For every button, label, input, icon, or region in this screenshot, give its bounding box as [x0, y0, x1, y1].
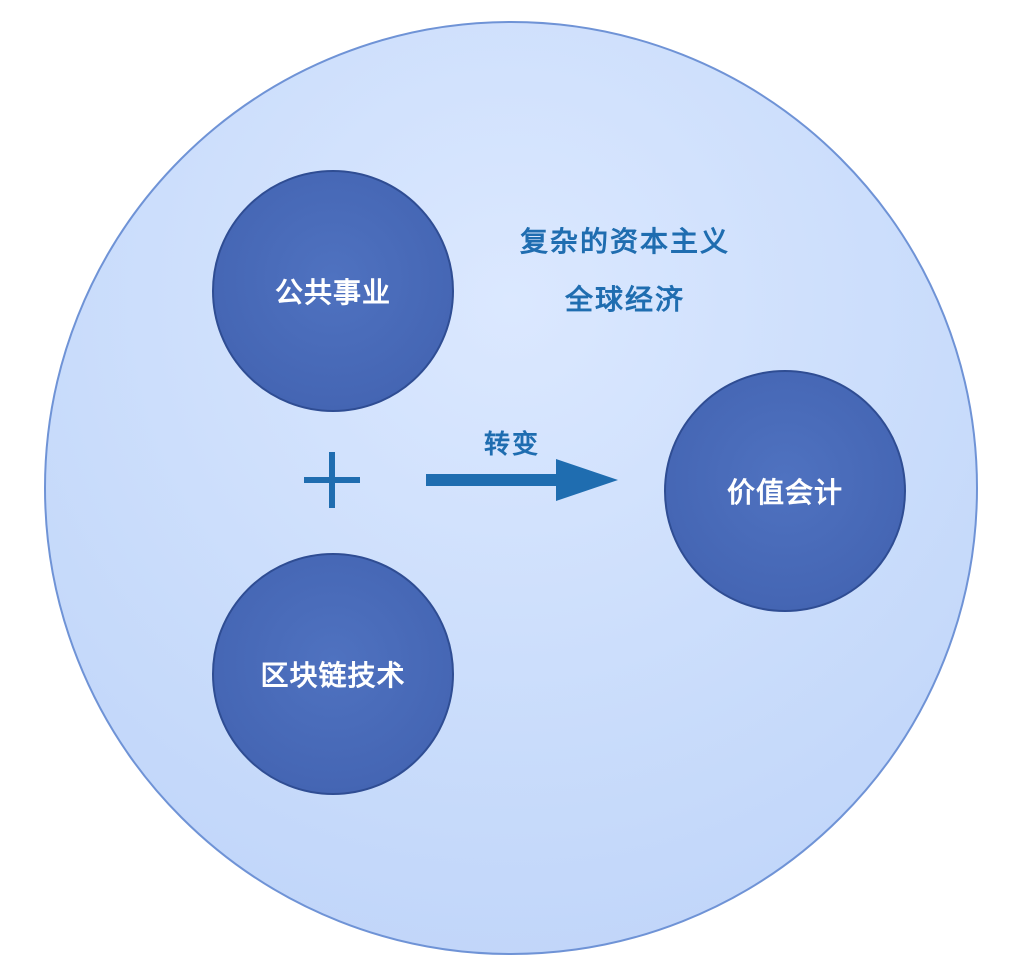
plus-icon — [304, 452, 360, 508]
context-label-line-1: 复杂的资本主义 — [519, 225, 730, 258]
node-public-utility-label: 公共事业 — [274, 276, 391, 309]
node-blockchain: 区块链技术 — [212, 553, 454, 795]
arrow-right-icon — [426, 459, 618, 501]
node-value-accounting-label: 价值会计 — [726, 476, 843, 509]
transition-label: 转变 — [483, 430, 540, 460]
context-label-line-2: 全球经济 — [564, 283, 685, 316]
node-value-accounting: 价值会计 — [664, 370, 906, 612]
node-public-utility: 公共事业 — [212, 170, 454, 412]
node-blockchain-label: 区块链技术 — [260, 659, 406, 692]
